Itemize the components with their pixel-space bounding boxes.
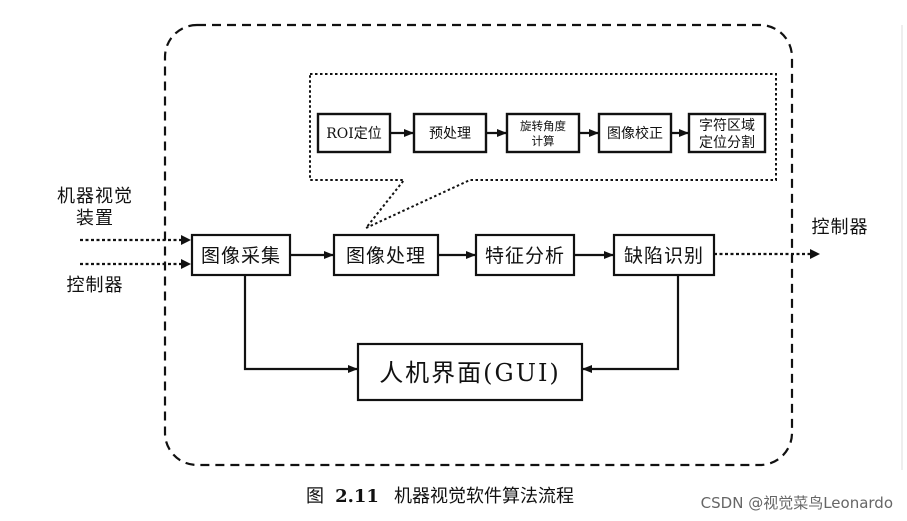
step-acquisition: 图像采集 <box>190 233 292 277</box>
watermark: CSDN @视觉菜鸟Leonardo <box>701 494 893 512</box>
step-processing-label: 图像处理 <box>346 245 426 267</box>
system-boundary <box>163 23 794 467</box>
sub-step-preprocess: 预处理 <box>412 112 488 154</box>
sub-step-roi-label: ROI定位 <box>326 126 382 142</box>
gui-label: 人机界面(GUI) <box>379 359 561 387</box>
label-controller-out: 控制器 <box>812 217 869 238</box>
sub-step-roi: ROI定位 <box>316 112 392 154</box>
sub-step-char: 字符区域 定位分割 <box>687 112 767 154</box>
label-vision-device-1: 机器视觉 <box>57 186 133 207</box>
figure-caption: 图 2.11 机器视觉软件算法流程 <box>306 486 574 507</box>
caption-number: 2.11 <box>335 486 379 507</box>
sub-step-correction-label: 图像校正 <box>607 125 663 142</box>
sub-step-correction: 图像校正 <box>597 112 673 154</box>
sub-step-rotation-label-2: 计算 <box>532 134 555 148</box>
arrow-acquisition-to-gui <box>243 275 358 373</box>
caption-title: 机器视觉软件算法流程 <box>394 486 574 507</box>
step-defect-label: 缺陷识别 <box>624 245 704 267</box>
sub-step-rotation-label-1: 旋转角度 <box>520 119 566 133</box>
sub-step-preprocess-label: 预处理 <box>429 126 471 142</box>
sub-step-char-label-1: 字符区域 <box>699 118 755 134</box>
gui-box: 人机界面(GUI) <box>356 342 584 402</box>
arrow-defect-to-gui <box>582 275 680 373</box>
arrow-vision-device-in-head <box>181 235 191 245</box>
step-processing: 图像处理 <box>332 233 440 277</box>
step-acquisition-label: 图像采集 <box>201 245 281 267</box>
processing-detail-callout <box>309 73 777 229</box>
step-feature: 特征分析 <box>474 233 576 277</box>
arrow-controller-in-head <box>181 259 191 269</box>
label-vision-device-2: 装置 <box>76 208 114 229</box>
step-feature-label: 特征分析 <box>485 245 565 267</box>
sub-step-char-label-2: 定位分割 <box>699 134 755 151</box>
arrow-defect-to-controller-head <box>810 249 820 259</box>
sub-step-rotation: 旋转角度 计算 <box>505 112 581 154</box>
label-controller-in: 控制器 <box>67 275 124 296</box>
caption-prefix: 图 <box>306 486 324 507</box>
step-defect: 缺陷识别 <box>612 233 716 277</box>
